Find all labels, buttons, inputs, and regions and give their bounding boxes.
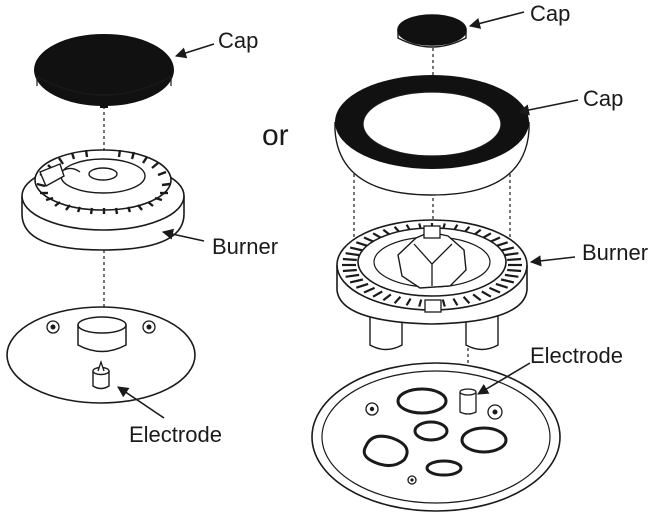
left-base-plate (6, 306, 196, 404)
right-burner-arrow (529, 255, 576, 267)
burner-port (349, 246, 364, 252)
burner-port (345, 252, 360, 257)
left-cap (34, 34, 174, 108)
left-burner-ports (36, 149, 171, 215)
left-screw-hole (46, 320, 60, 334)
burner-port (481, 290, 492, 298)
right-small-cap-label: Cap (530, 1, 571, 26)
right-base-opening (396, 387, 448, 415)
burner-port (405, 298, 412, 306)
right-electrode (459, 388, 477, 415)
burner-port (504, 273, 519, 278)
burner-port (342, 268, 357, 273)
right-burner-label: Burner (582, 240, 649, 265)
right-cap-ring (334, 75, 530, 196)
burner-port (345, 273, 360, 278)
right-base-opening (362, 434, 409, 467)
right-cap-ring-arrow (517, 99, 579, 116)
right-small-cap-arrow (468, 11, 525, 29)
right-small-cap (397, 14, 467, 48)
right-base-plate (311, 362, 561, 512)
burner-port (504, 252, 519, 257)
left-cap-label: Cap (218, 28, 259, 53)
burner-port (355, 282, 369, 289)
right-base-opening (413, 420, 449, 442)
left-cap-arrow (174, 43, 215, 59)
left-burner-label: Burner (212, 234, 279, 259)
right-burner (336, 219, 528, 351)
burner-port (488, 286, 501, 294)
right-cap-ring-label: Cap (583, 86, 624, 111)
burner-port (342, 257, 357, 262)
burner-port (507, 268, 522, 273)
right-electrode-label: Electrode (530, 343, 623, 368)
burner-port (500, 246, 515, 252)
right-electrode-arrow (477, 362, 531, 395)
left-screw-hole (142, 320, 156, 334)
left-electrode-label: Electrode (129, 422, 222, 447)
burner-port (452, 298, 459, 306)
right-assembly (311, 11, 579, 512)
burner-port (441, 299, 446, 307)
burner-port (363, 286, 376, 294)
burner-port (462, 296, 471, 304)
left-electrode (92, 359, 110, 390)
left-burner-arrow (161, 228, 205, 242)
left-electrode-arrow (117, 386, 165, 419)
separator-or: or (262, 119, 289, 152)
right-base-opening (425, 459, 463, 477)
burner-port (349, 278, 364, 284)
left-assembly (6, 34, 215, 419)
burner-port (418, 299, 423, 307)
burner-port (507, 257, 522, 262)
burner-port (500, 278, 515, 284)
left-gas-tube (77, 316, 127, 353)
burner-port (495, 282, 509, 289)
right-base-opening (460, 426, 508, 454)
burner-port (472, 293, 482, 302)
burner-port (372, 290, 383, 298)
burner-port (382, 293, 392, 302)
burner-port (393, 296, 402, 304)
left-burner (21, 149, 185, 251)
